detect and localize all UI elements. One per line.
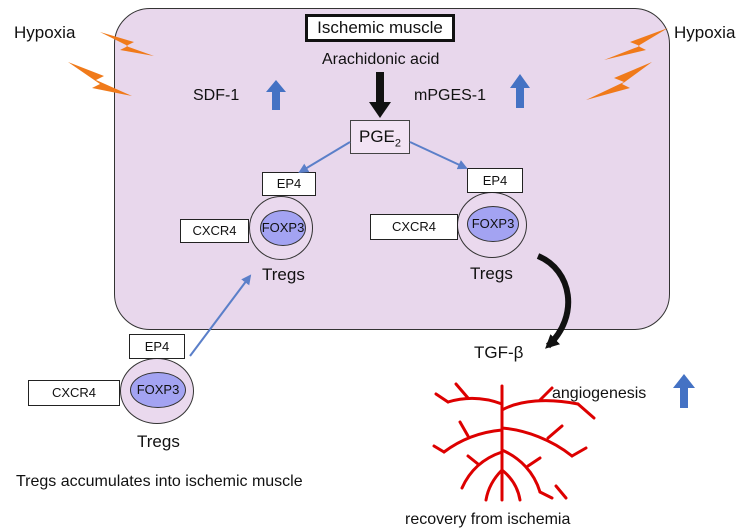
arachidonic-to-pge2-arrow xyxy=(369,72,391,118)
sdf1-up-arrow-icon xyxy=(266,80,286,110)
angiogenesis-label: angiogenesis xyxy=(552,385,647,402)
outside-treg-migration-arrow xyxy=(189,274,252,357)
sdf1-label: SDF-1 xyxy=(193,87,240,104)
treg-outside-foxp3: FOXP3 xyxy=(130,372,186,408)
treg-left-ep4: EP4 xyxy=(262,172,316,196)
accumulate-caption: Tregs accumulates into ischemic muscle xyxy=(16,473,303,490)
lightning-icon-right-1 xyxy=(604,28,668,60)
tgf-beta-label: TGF-β xyxy=(474,343,524,362)
ischemic-muscle-title: Ischemic muscle xyxy=(305,14,455,42)
treg-outside-cxcr4: CXCR4 xyxy=(28,380,120,406)
pge2-to-right-treg-arrow xyxy=(409,141,468,170)
pge2-to-left-treg-arrow xyxy=(298,141,351,174)
recovery-label: recovery from ischemia xyxy=(405,511,571,528)
treg-left-foxp3: FOXP3 xyxy=(260,210,306,246)
treg-to-tgf-curved-arrow xyxy=(536,253,572,349)
treg-left-label: Tregs xyxy=(262,265,305,284)
lightning-icon-left-2 xyxy=(68,62,132,96)
mpges1-label: mPGES-1 xyxy=(414,87,487,104)
treg-outside-ep4: EP4 xyxy=(129,334,185,359)
treg-right-cxcr4: CXCR4 xyxy=(370,214,458,240)
lightning-icon-right-2 xyxy=(586,62,652,100)
lightning-icon-left-1 xyxy=(100,32,154,56)
arachidonic-acid-label: Arachidonic acid xyxy=(322,51,440,68)
blood-vessels-icon xyxy=(432,382,596,502)
treg-right-ep4: EP4 xyxy=(467,168,523,193)
pge2-label: PGE xyxy=(358,127,395,146)
hypoxia-left-label: Hypoxia xyxy=(14,23,76,42)
hypoxia-right-label: Hypoxia xyxy=(674,23,736,42)
pge2-subscript: 2 xyxy=(394,137,402,150)
mpges1-up-arrow-icon xyxy=(510,74,530,108)
treg-outside-label: Tregs xyxy=(137,432,180,451)
treg-left-cxcr4: CXCR4 xyxy=(180,219,249,243)
treg-right-label: Tregs xyxy=(470,264,513,283)
pge2-box: PGE2 xyxy=(350,120,410,154)
angiogenesis-up-arrow-icon xyxy=(673,374,695,408)
ischemic-muscle-panel xyxy=(114,8,670,330)
treg-right-foxp3: FOXP3 xyxy=(467,206,519,242)
